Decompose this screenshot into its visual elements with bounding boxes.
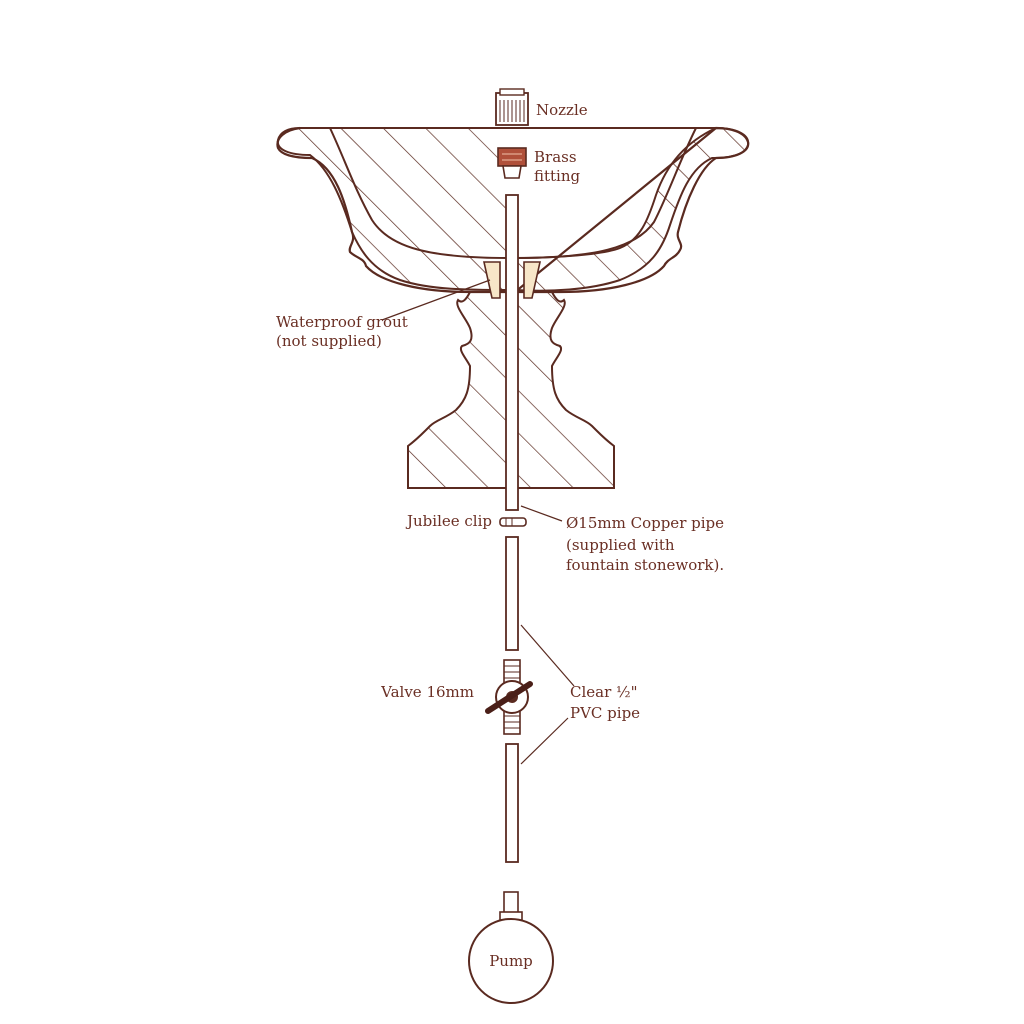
pump-label: Pump — [489, 952, 533, 970]
brass-fitting-label-line-2: fitting — [534, 167, 581, 185]
copper-pipe — [505, 194, 519, 511]
copper-pipe-label-line-3: fountain stonework). — [566, 556, 724, 574]
nozzle-label: Nozzle — [536, 101, 588, 119]
jubilee-clip-label: Jubilee clip — [405, 512, 492, 530]
copper-pipe-label-line-2: (supplied with — [566, 536, 675, 554]
brass-fitting-part — [497, 147, 527, 179]
pedestal-right-section — [514, 291, 615, 489]
grout-label-line-1: Waterproof grout — [276, 313, 408, 331]
grout-pocket-right — [523, 261, 541, 299]
grout-leader — [381, 279, 491, 321]
jubilee-clip-part — [499, 517, 527, 527]
pedestal-left-section — [407, 291, 510, 489]
nozzle-part — [495, 88, 529, 126]
pvc-pipe-lower — [505, 743, 519, 863]
pvc-pipe-label-line-1: Clear ½" — [570, 683, 637, 701]
copper-leader — [520, 505, 563, 522]
pump-part — [468, 891, 554, 1004]
valve-label: Valve 16mm — [380, 683, 474, 701]
leader-lines — [381, 279, 575, 765]
pvc-leader-upper — [520, 624, 575, 687]
grout-pocket-left — [483, 261, 501, 299]
grout-label-line-2: (not supplied) — [276, 332, 382, 350]
pvc-leader-lower — [520, 717, 569, 765]
brass-fitting-label-line-1: Brass — [534, 148, 577, 166]
pvc-pipe-upper — [505, 536, 519, 651]
copper-pipe-label-line-1: Ø15mm Copper pipe — [566, 514, 724, 532]
bowl-rim — [276, 126, 750, 294]
fountain-bowl — [276, 126, 750, 294]
valve-part — [485, 659, 533, 735]
pedestal — [407, 261, 615, 489]
bowl-left-section — [276, 127, 509, 291]
pvc-pipe-label-line-2: PVC pipe — [570, 704, 640, 722]
bowl-inner-line — [329, 127, 697, 259]
